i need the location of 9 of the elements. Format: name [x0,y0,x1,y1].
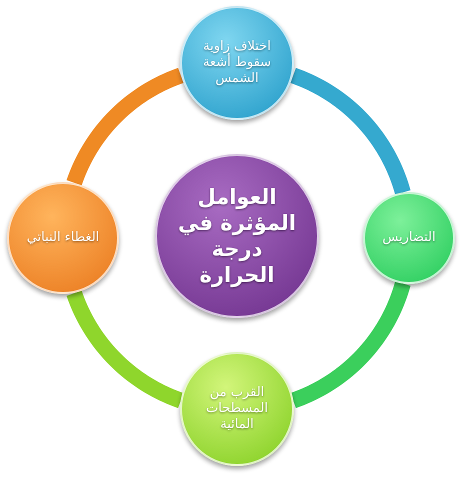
ring-arc [289,68,411,196]
node-label: العوامل المؤثرة في درجة الحرارة [177,184,297,288]
ring-arc [289,280,411,408]
node-label: الغطاء النباتي [26,230,100,246]
circle-node [363,192,455,284]
ring-arc [66,68,186,188]
node-label: القرب من المسطحات المائية [205,384,269,434]
node-label: اختلاف زاوية سقوط أشعة الشمس [202,38,272,88]
node-label: التضاريس [382,230,436,246]
